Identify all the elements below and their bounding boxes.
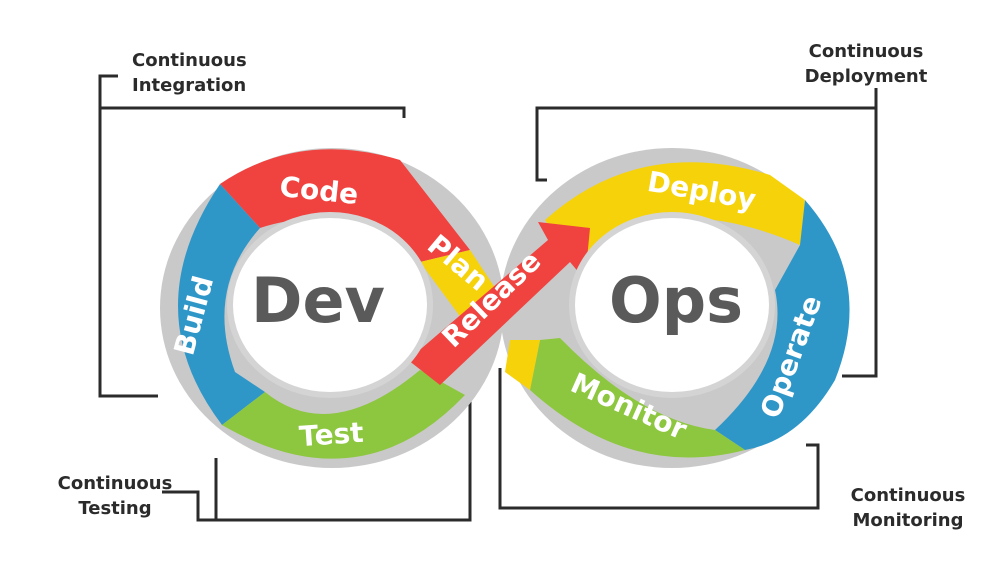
monitoring-bracket <box>498 368 820 510</box>
deployment-note-line1: Continuous <box>809 41 924 62</box>
test-label: Test <box>298 416 365 453</box>
code-label: Code <box>278 170 360 211</box>
deployment-bracket <box>535 88 878 378</box>
integration-bracket <box>98 74 406 398</box>
testing-note-line1: Continuous <box>58 473 173 494</box>
right-hole <box>569 212 775 398</box>
left-hole <box>227 212 433 398</box>
monitoring-note-line2: Monitoring <box>853 510 964 531</box>
code-segment <box>220 149 470 262</box>
right-crossing-segment <box>505 340 540 390</box>
integration-note-line2: Integration <box>132 75 246 96</box>
test-segment <box>222 370 465 459</box>
testing-note-line2: Testing <box>78 498 151 519</box>
monitoring-note-line1: Continuous <box>851 485 966 506</box>
ops-label: Ops <box>609 264 743 337</box>
integration-note-line1: Continuous <box>132 50 247 71</box>
dev-label: Dev <box>251 264 385 337</box>
operate-segment <box>715 200 850 450</box>
testing-bracket <box>162 382 472 522</box>
release-arrow <box>408 222 590 385</box>
monitor-segment <box>530 338 745 458</box>
build-segment <box>177 184 265 425</box>
deployment-note-line2: Deployment <box>805 66 928 87</box>
